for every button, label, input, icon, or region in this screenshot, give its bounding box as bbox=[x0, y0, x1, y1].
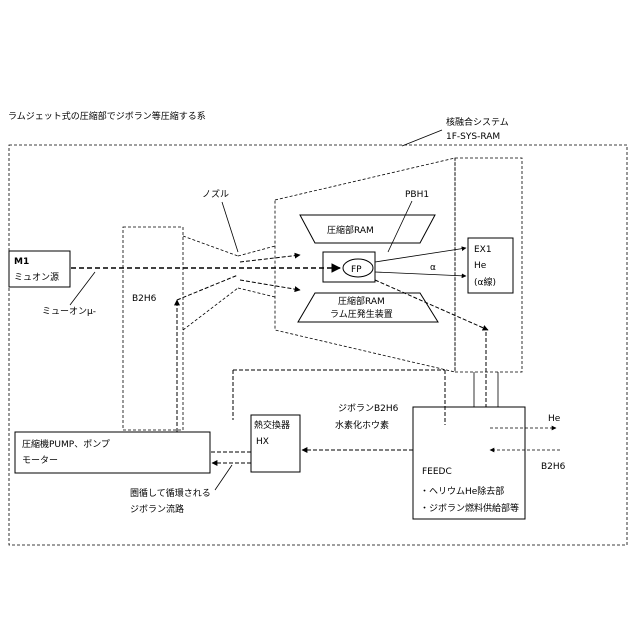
pump-line2: モーター bbox=[22, 455, 58, 466]
nozzle-label: ノズル bbox=[202, 188, 229, 200]
muon-leader bbox=[70, 272, 95, 305]
muon-label: ミューオンμ- bbox=[42, 306, 96, 317]
m1-line2: ミュオン源 bbox=[14, 272, 59, 283]
upper-ram-label: 圧縮部RAM bbox=[327, 224, 374, 236]
feedc-line3: ・ジボラン燃料供給部等 bbox=[420, 502, 519, 514]
inlet-column bbox=[123, 227, 183, 430]
lower-ram-label: 圧縮部RAM bbox=[338, 295, 385, 307]
pump-box bbox=[15, 432, 210, 473]
feedc-box bbox=[413, 407, 525, 519]
he-out-label: He bbox=[548, 414, 561, 424]
nozzle-flow-lower bbox=[240, 280, 300, 290]
loop-line1: 圏循して循環される bbox=[130, 487, 211, 499]
ram-generator-label: ラム圧発生装置 bbox=[330, 308, 393, 320]
fp-alpha-line bbox=[375, 272, 466, 276]
system-code: 1F-SYS-RAM bbox=[446, 132, 500, 142]
hx-line1: 熱交換器 bbox=[254, 419, 290, 431]
diagram-title: ラムジェット式の圧縮部でジボラン等圧縮する系 bbox=[8, 110, 206, 122]
b2h6-left-label: B2H6 bbox=[132, 294, 157, 304]
fp-label: FP bbox=[351, 265, 362, 275]
diborane-line2: 水素化ホウ素 bbox=[335, 419, 389, 431]
ex1-line1: EX1 bbox=[474, 245, 492, 255]
diborane-line1: ジボランB2H6 bbox=[338, 403, 399, 414]
loop-leader bbox=[215, 465, 232, 490]
system-boundary bbox=[9, 145, 627, 545]
nozzle-flow-upper bbox=[240, 255, 300, 262]
b2h6-in-label: B2H6 bbox=[541, 462, 566, 472]
nozzle-leader bbox=[222, 202, 238, 252]
hx-line2: HX bbox=[256, 437, 269, 447]
system-name: 核融合システム bbox=[446, 116, 509, 128]
inlet-feed-diag bbox=[177, 275, 238, 300]
nozzle-cone bbox=[183, 236, 238, 330]
alpha-label: α bbox=[430, 263, 436, 273]
m1-line1: M1 bbox=[14, 257, 29, 267]
nozzle-diverge bbox=[238, 246, 275, 297]
pbh1-label: PBH1 bbox=[405, 190, 429, 200]
pump-line1: 圧縮機PUMP、ポンプ bbox=[22, 438, 110, 450]
feedc-title: FEEDC bbox=[422, 467, 452, 477]
ex1-line3: (α線) bbox=[474, 276, 496, 288]
ex1-line2: He bbox=[474, 261, 487, 271]
feedc-line2: ・ヘリウムHe除去部 bbox=[420, 485, 504, 497]
system-leader-line bbox=[402, 130, 442, 146]
loop-line2: ジボラン流路 bbox=[130, 503, 184, 515]
